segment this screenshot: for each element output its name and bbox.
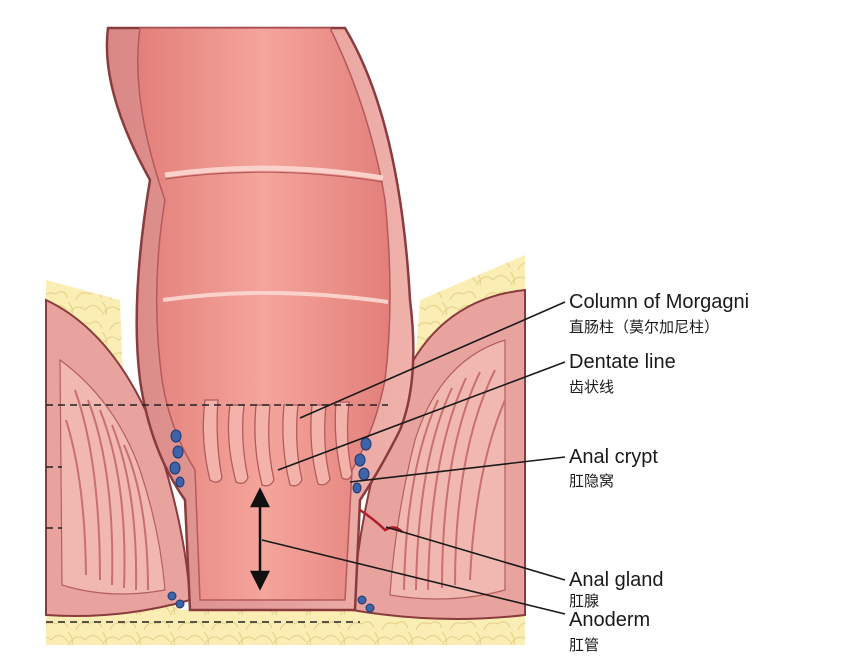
anoderm-length-arrow [249, 487, 271, 591]
label-anal-gland: Anal gland 肛腺 [569, 569, 664, 610]
leader-lines [261, 301, 566, 615]
label-dentate-line: Dentate line 齿状线 [569, 351, 676, 396]
left-sphincter-muscle [45, 298, 192, 617]
label-anoderm: Anoderm 肛管 [569, 609, 650, 654]
label-en: Anal gland [569, 569, 664, 591]
label-en: Dentate line [569, 351, 676, 373]
rectal-lumen [137, 27, 391, 601]
label-en: Anal crypt [569, 446, 658, 468]
reference-dashed-lines [46, 404, 388, 623]
label-zh: 直肠柱（莫尔加尼柱） [569, 318, 719, 336]
label-zh: 肛隐窝 [569, 472, 614, 490]
label-zh: 肛腺 [569, 592, 599, 610]
label-en: Column of Morgagni [569, 291, 749, 313]
anal-gland-clusters [167, 429, 375, 613]
label-anal-crypt: Anal crypt 肛隐窝 [569, 446, 658, 490]
anal-gland-duct [359, 508, 403, 533]
label-en: Anoderm [569, 609, 650, 631]
label-zh: 肛管 [569, 636, 599, 654]
label-column-of-morgagni: Column of Morgagni 直肠柱（莫尔加尼柱） [569, 291, 749, 336]
right-sphincter-muscle [350, 288, 526, 620]
label-zh: 齿状线 [569, 378, 614, 396]
